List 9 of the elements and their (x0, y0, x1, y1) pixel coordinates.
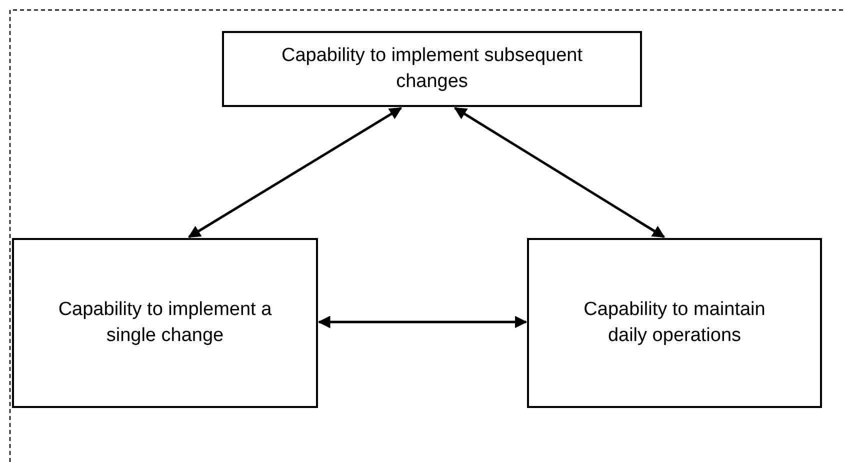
box-label: Capability to implement subsequent changes (280, 44, 584, 94)
box-label: Capability to implement a single change (57, 298, 273, 348)
arrow (318, 316, 528, 328)
process-box (527, 238, 822, 408)
box-label: Capability to maintain daily operations (582, 298, 766, 348)
process-box (222, 31, 642, 107)
process-box (12, 238, 318, 408)
arrow (454, 106, 666, 238)
arrow (188, 106, 402, 238)
